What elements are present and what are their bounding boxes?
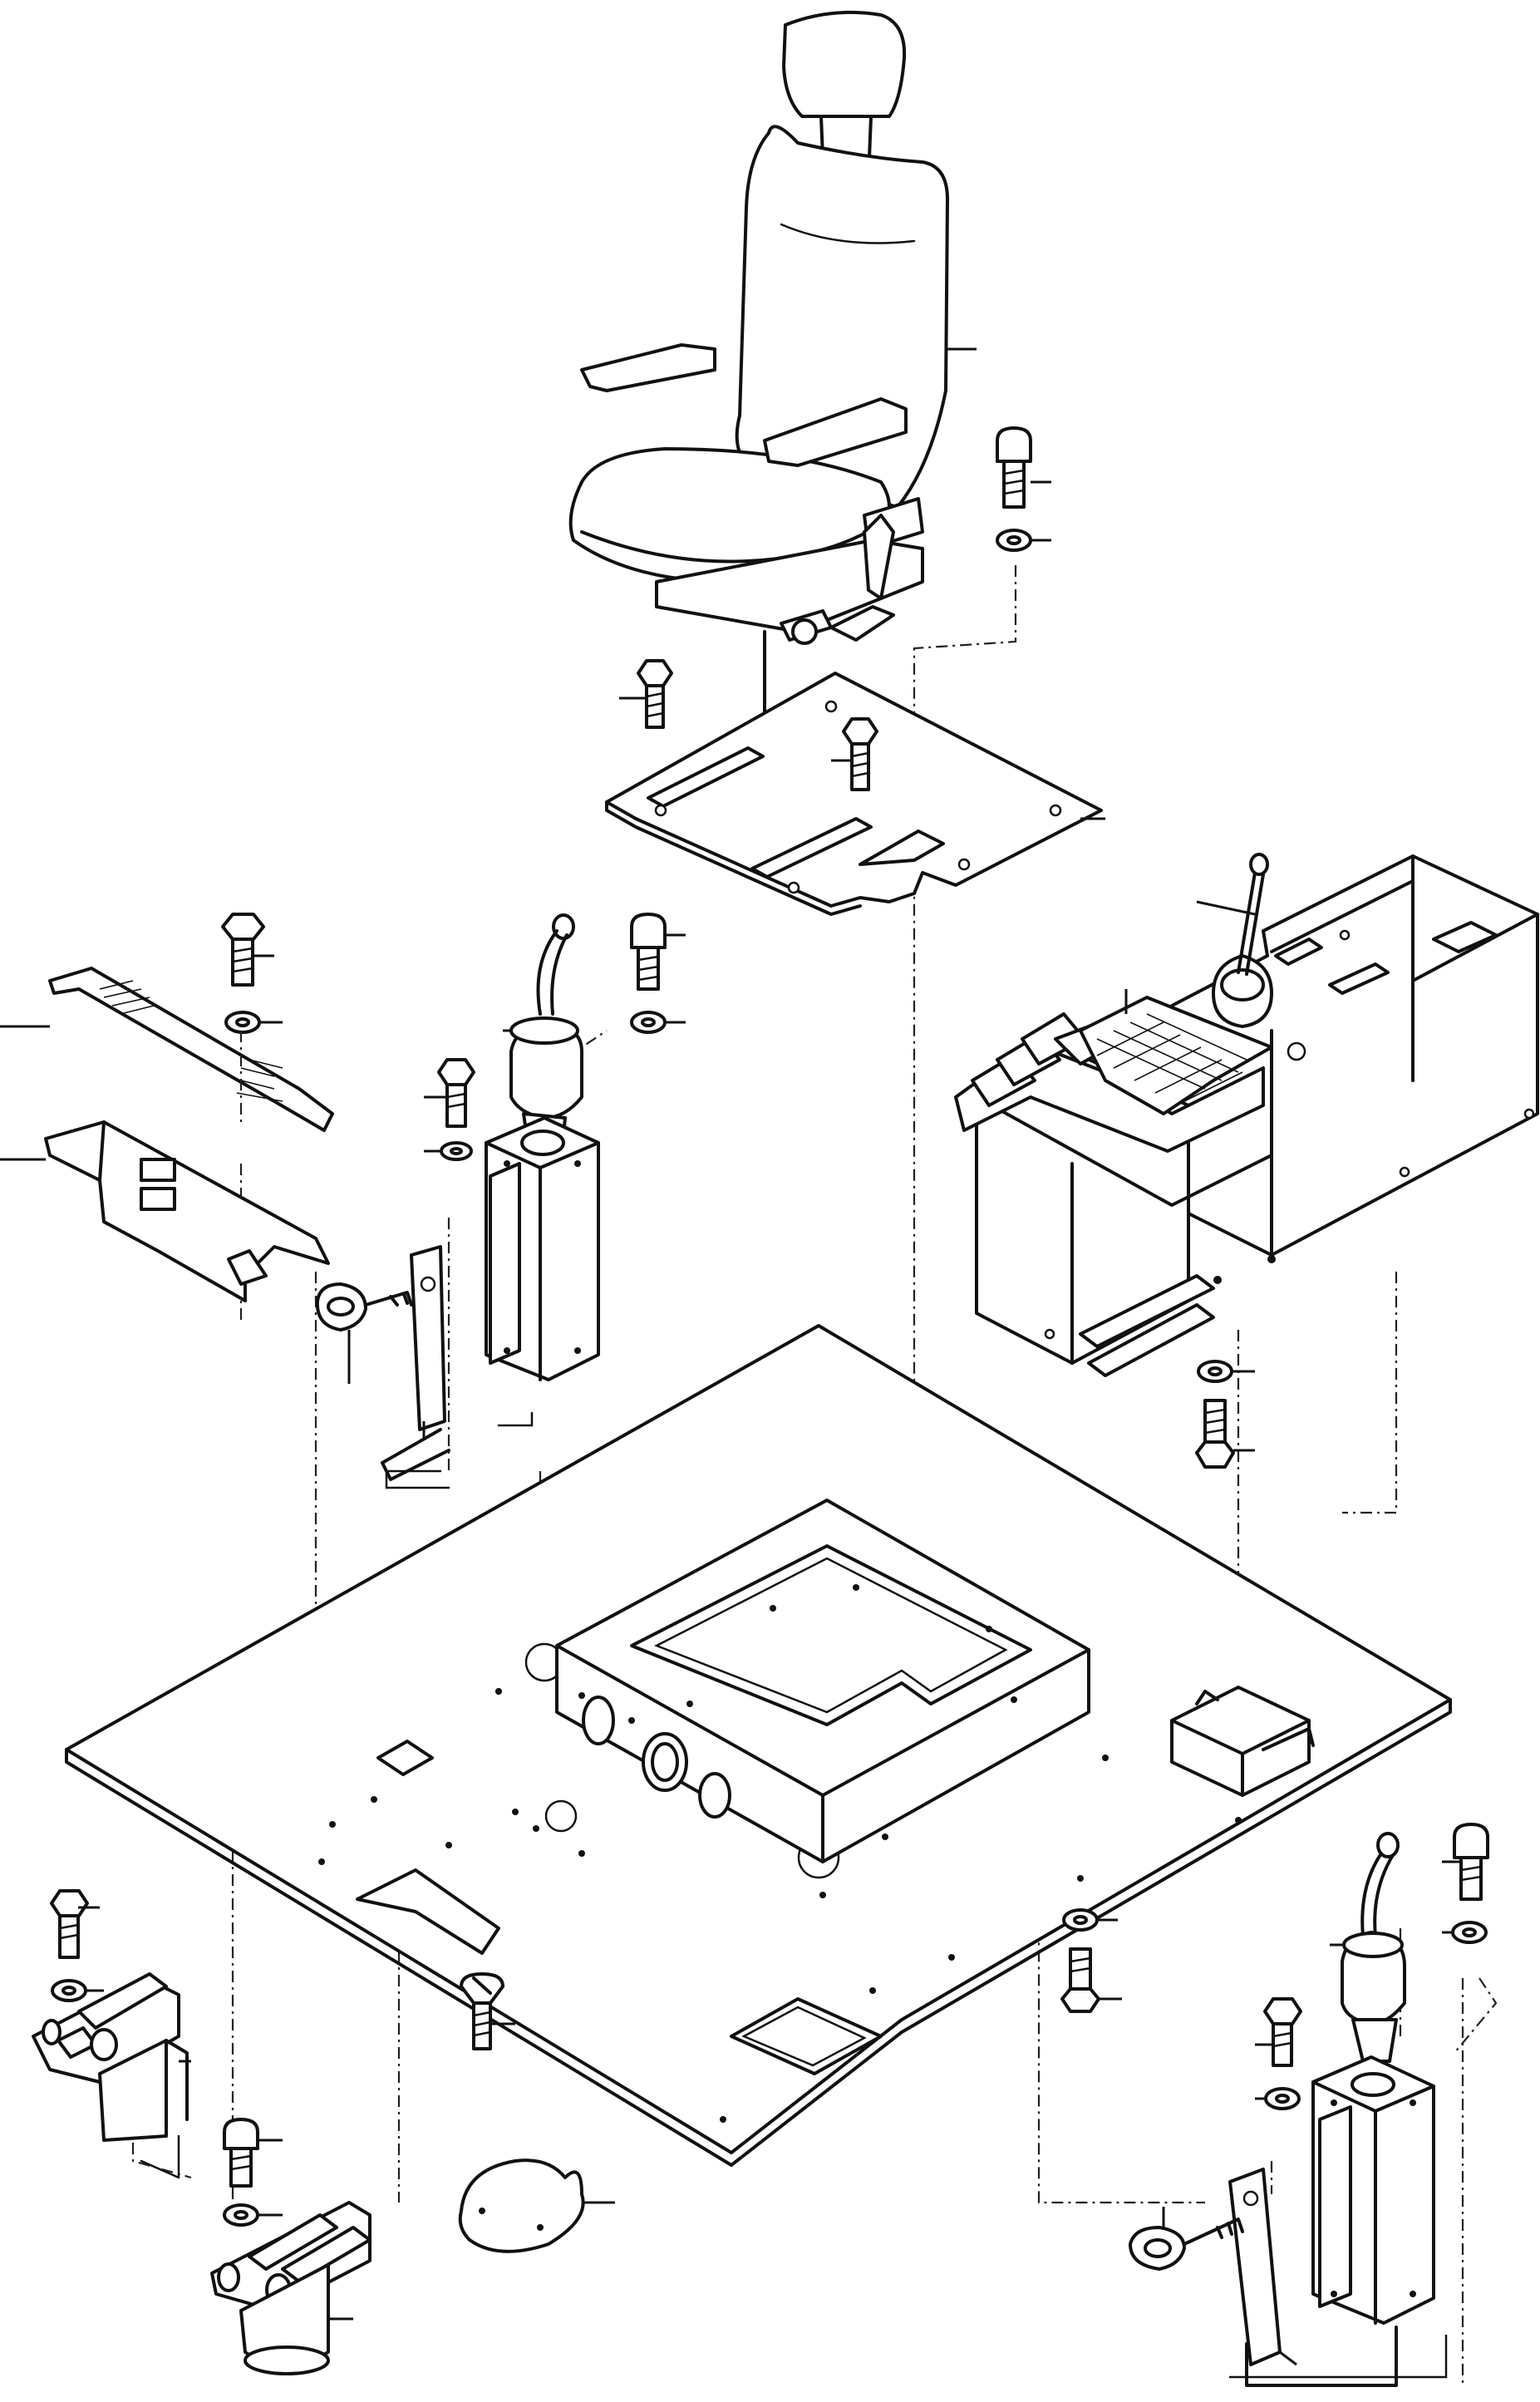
right-joystick-screw bbox=[1442, 1823, 1489, 1944]
center-bolt bbox=[1060, 1947, 1122, 2013]
left-lock-plate bbox=[381, 1245, 450, 1481]
seat-bolt-left bbox=[619, 659, 673, 729]
console-washer bbox=[1197, 1360, 1255, 1383]
left-cover-bolt bbox=[221, 913, 283, 1122]
left-cover-top bbox=[0, 967, 334, 1132]
left-cover-bottom bbox=[0, 1120, 330, 1302]
pedal-bolt-bottom bbox=[223, 2118, 283, 2227]
center-pedestal-box bbox=[555, 1499, 1090, 1863]
right-box-bolt bbox=[1255, 1997, 1302, 2110]
small-tray bbox=[1170, 1686, 1315, 1797]
left-joystick-screw bbox=[630, 913, 686, 1034]
pedal-single bbox=[32, 1972, 191, 2142]
left-box-bolt bbox=[424, 1058, 475, 1161]
seat-mounting-plate bbox=[605, 672, 1105, 916]
center-washer bbox=[1062, 1908, 1118, 1932]
key bbox=[315, 1282, 413, 1384]
washer-right-top bbox=[996, 529, 1051, 552]
right-joystick-box bbox=[1245, 2055, 1435, 2387]
right-key bbox=[1129, 2207, 1244, 2271]
seat-bolt-mid bbox=[831, 717, 878, 791]
seat-bolt-right-top bbox=[996, 426, 1051, 509]
misc-leaders bbox=[140, 1411, 1448, 2379]
left-joystick-box bbox=[485, 1116, 600, 1381]
right-control-console bbox=[954, 853, 1539, 1377]
cover-screw bbox=[460, 1972, 515, 2050]
console-bolt bbox=[1195, 1399, 1255, 1469]
right-joystick bbox=[1330, 1832, 1406, 2063]
pedal-double bbox=[210, 2201, 371, 2375]
operator-seat bbox=[568, 10, 977, 812]
access-cover-plate bbox=[458, 2158, 615, 2253]
right-lock-plate bbox=[1228, 2168, 1297, 2366]
pedal-bolt-top bbox=[50, 1889, 104, 2002]
